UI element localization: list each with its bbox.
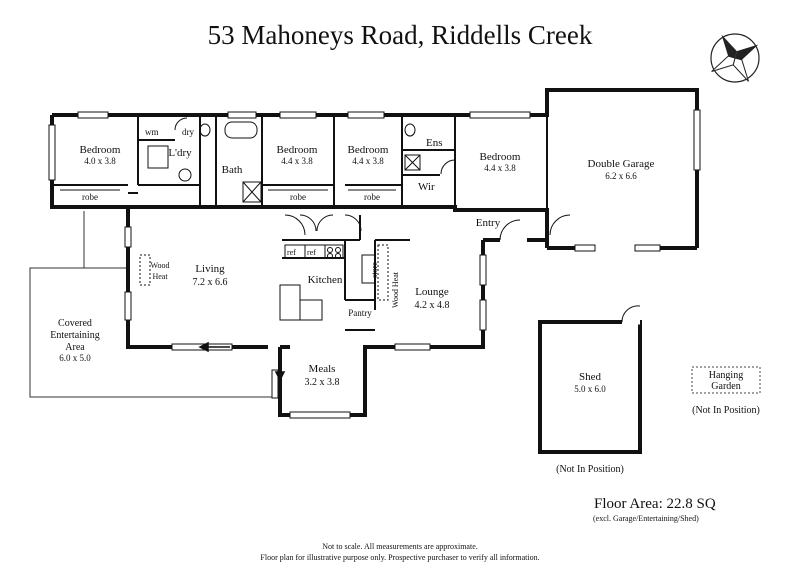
floor-area: Floor Area: 22.8 SQ: [594, 496, 716, 512]
ref-1-label: ref: [287, 248, 296, 257]
shed-label: Shed: [579, 371, 602, 383]
wood-heat-living-line1: Wood: [151, 261, 170, 270]
wood-heat-lounge-label: Wood Heat: [391, 271, 400, 308]
lounge-dims: 4.2 x 4.8: [415, 300, 450, 311]
wir-label: Wir: [418, 181, 435, 193]
shed-not-in-position: (Not In Position): [556, 464, 624, 475]
kitchen-fixtures: [139, 121, 421, 321]
entertaining-line1: Covered: [58, 318, 92, 329]
door-swings: [174, 117, 641, 323]
shed-outline: [538, 319, 642, 454]
ref-2-label: ref: [307, 248, 316, 257]
living-label: Living: [195, 263, 225, 275]
bedroom-3-dims: 4.4 x 3.8: [352, 156, 384, 166]
dry-label: dry: [182, 127, 194, 137]
entertaining-dims: 6.0 x 5.0: [59, 353, 91, 363]
hanging-garden-outline: [691, 366, 761, 394]
shed-dims: 5.0 x 6.0: [574, 384, 606, 394]
bedroom-2-dims: 4.4 x 3.8: [281, 156, 313, 166]
robe-3-label: robe: [364, 192, 380, 202]
wood-heat-living-line2: Heat: [152, 272, 168, 281]
disclaimer-line-2: Floor plan for illustrative purpose only…: [260, 553, 540, 562]
bedroom-3-label: Bedroom: [348, 144, 389, 156]
wm-label: wm: [145, 127, 159, 137]
hanging-garden-line2: Garden: [711, 381, 740, 392]
bedroom-master-dims: 4.4 x 3.8: [484, 163, 516, 173]
robe-2-label: robe: [290, 192, 306, 202]
page-title: 53 Mahoneys Road, Riddells Creek: [207, 20, 593, 50]
entertaining-line3: Area: [65, 342, 85, 353]
bedroom-left-dims: 4.0 x 3.8: [84, 156, 116, 166]
garage-dims: 6.2 x 6.6: [605, 171, 637, 181]
entertaining-line2: Entertaining: [50, 330, 99, 341]
garage-label: Double Garage: [588, 158, 655, 170]
bedroom-left-label: Bedroom: [80, 144, 121, 156]
garden-not-in-position: (Not In Position): [692, 405, 760, 416]
bedroom-2-label: Bedroom: [277, 144, 318, 156]
lounge-label: Lounge: [415, 286, 449, 298]
living-dims: 7.2 x 6.6: [193, 277, 228, 288]
disclaimer-line-1: Not to scale. All measurements are appro…: [322, 542, 478, 551]
floor-area-note: (excl. Garage/Entertaining/Shed): [593, 514, 699, 523]
entertaining-area-outline: [29, 211, 276, 398]
robe-1-label: robe: [82, 192, 98, 202]
kitchen-label: Kitchen: [308, 274, 343, 286]
bath-label: Bath: [222, 164, 243, 176]
room-labels: Bedroom 4.0 x 3.8 wm dry L'dry Bath Bedr…: [50, 127, 760, 475]
hanging-garden-line1: Hanging: [709, 370, 743, 381]
entry-label: Entry: [476, 217, 501, 229]
direction-arrows: [198, 341, 286, 382]
ens-label: Ens: [426, 137, 443, 149]
meals-dims: 3.2 x 3.8: [305, 377, 340, 388]
meals-label: Meals: [309, 363, 336, 375]
pantry-label: Pantry: [348, 308, 372, 318]
store-label: store: [370, 262, 379, 278]
laundry-label: L'dry: [168, 147, 192, 159]
compass-rose-icon: [710, 33, 760, 83]
bedroom-master-label: Bedroom: [480, 151, 521, 163]
